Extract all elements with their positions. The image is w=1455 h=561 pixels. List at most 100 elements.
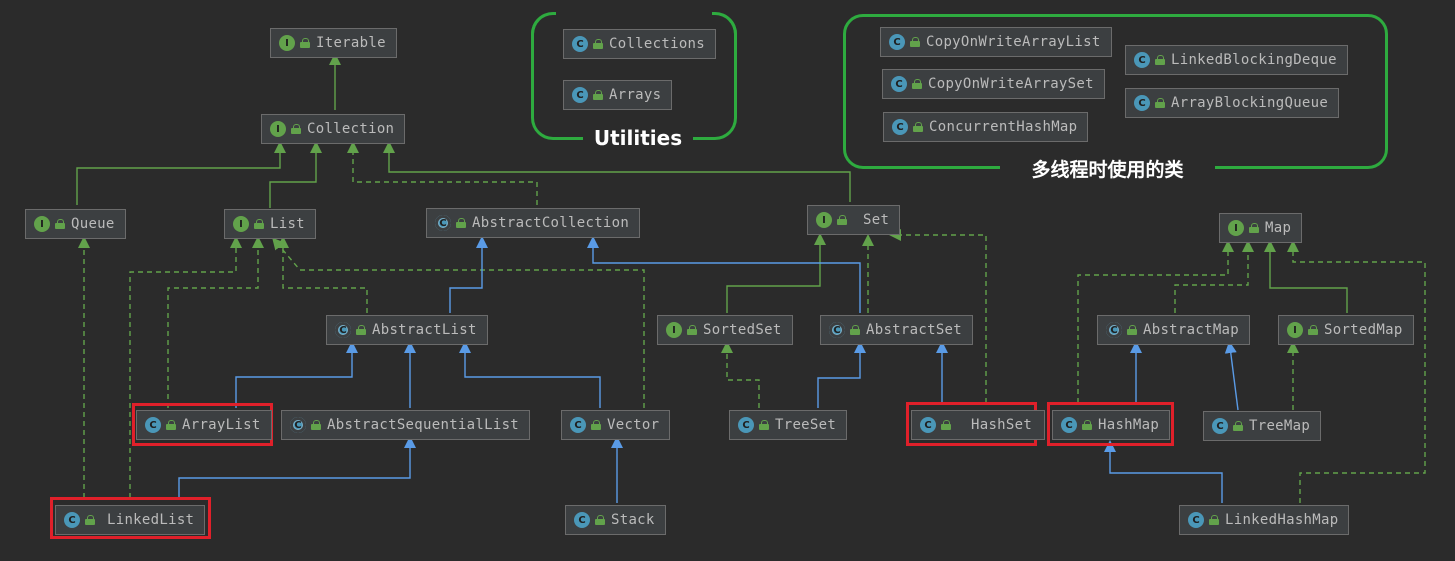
concurrent-title: 多线程时使用的类 [1000, 155, 1215, 185]
lock-icon [55, 219, 65, 229]
class-icon: C [570, 417, 586, 433]
node-label: Queue [71, 216, 115, 232]
edge-hashset-set [889, 229, 987, 403]
interface-icon: I [1228, 220, 1244, 236]
linkedlist-highlight [50, 497, 211, 539]
node-label: TreeMap [1249, 418, 1311, 434]
node-array-list[interactable]: C ArrayList [136, 410, 272, 440]
edge-arraylist-abstractlist [235, 341, 358, 408]
node-label: LinkedBlockingDeque [1171, 52, 1337, 68]
node-abstract-list[interactable]: C AbstractList [326, 315, 488, 345]
node-abstract-collection[interactable]: C AbstractCollection [426, 208, 641, 238]
node-cow-array-list[interactable]: C CopyOnWriteArrayList [880, 27, 1112, 57]
lock-icon [1308, 325, 1318, 335]
node-hash-map[interactable]: C HashMap [1052, 410, 1171, 440]
node-queue[interactable]: I Queue [25, 209, 126, 239]
node-label: LinkedHashMap [1225, 512, 1339, 528]
lock-icon [1127, 325, 1137, 335]
node-collection[interactable]: I Collection [261, 114, 406, 144]
node-tree-set[interactable]: C TreeSet [729, 410, 848, 440]
node-label: Arrays [609, 87, 662, 103]
interface-icon: I [270, 121, 286, 137]
node-iterable[interactable]: I Iterable [270, 28, 397, 58]
node-label: HashSet [971, 417, 1033, 433]
lock-icon [593, 39, 603, 49]
edge-hashmap-map [1077, 240, 1234, 403]
class-icon: C [738, 417, 754, 433]
node-map[interactable]: I Map [1219, 213, 1303, 243]
class-icon: C [892, 119, 908, 135]
lock-icon [591, 420, 601, 430]
node-abstract-map[interactable]: C AbstractMap [1097, 315, 1251, 345]
node-abstract-set[interactable]: C AbstractSet [820, 315, 974, 345]
node-label: Collection [307, 121, 395, 137]
lock-icon [687, 325, 697, 335]
lock-icon [1249, 223, 1259, 233]
node-list[interactable]: I List [224, 209, 316, 239]
node-hash-set[interactable]: C HashSet [911, 410, 1046, 440]
node-linked-list[interactable]: C LinkedList [55, 505, 206, 535]
node-label: AbstractMap [1143, 322, 1240, 338]
node-abstract-sequential-list[interactable]: C AbstractSequentialList [281, 410, 531, 440]
abstract-class-icon: C [1106, 322, 1122, 338]
node-tree-map[interactable]: C TreeMap [1203, 411, 1322, 441]
abstract-class-icon: C [290, 417, 306, 433]
edge-sortedset-set [726, 233, 826, 313]
interface-icon: I [34, 216, 50, 232]
edge-linkedlist-list [129, 236, 242, 498]
edge-sortedmap-map [1264, 240, 1348, 313]
interface-icon: I [666, 322, 682, 338]
class-icon: C [1134, 95, 1150, 111]
class-icon: C [891, 76, 907, 92]
node-cow-array-set[interactable]: C CopyOnWriteArraySet [882, 69, 1105, 99]
utilities-title: Utilities [583, 123, 693, 153]
lock-icon [1233, 421, 1243, 431]
class-icon: C [64, 512, 80, 528]
lock-icon [85, 515, 95, 525]
edge-treeset-sortedset [721, 341, 760, 408]
node-label: Vector [607, 417, 660, 433]
node-label: AbstractSequentialList [327, 417, 520, 433]
node-set[interactable]: I Set [807, 205, 901, 235]
edge-abstractlist-list [277, 236, 368, 313]
node-label: ArrayBlockingQueue [1171, 95, 1329, 111]
node-sorted-set[interactable]: I SortedSet [657, 315, 793, 345]
node-concurrent-hash-map[interactable]: C ConcurrentHashMap [883, 112, 1089, 142]
node-arrays[interactable]: C Arrays [563, 80, 673, 110]
edge-abstractlist-abstractcollection [449, 236, 488, 313]
edge-abstractset-abstractcollection [587, 236, 861, 313]
node-label: ConcurrentHashMap [929, 119, 1078, 135]
class-icon: C [572, 36, 588, 52]
node-stack[interactable]: C Stack [565, 505, 666, 535]
lock-icon [910, 37, 920, 47]
edge-vector-list [272, 237, 645, 408]
node-linked-hash-map[interactable]: C LinkedHashMap [1179, 505, 1350, 535]
lock-icon [166, 420, 176, 430]
node-sorted-map[interactable]: I SortedMap [1278, 315, 1414, 345]
node-label: SortedSet [703, 322, 782, 338]
node-collections[interactable]: C Collections [563, 29, 717, 59]
lock-icon [1082, 420, 1092, 430]
class-icon: C [889, 34, 905, 50]
lock-icon [311, 420, 321, 430]
class-icon: C [572, 87, 588, 103]
node-label: HashMap [1098, 417, 1160, 433]
edge-linkedlist-abstractsequentiallist [178, 436, 416, 498]
lock-icon [595, 515, 605, 525]
hashmap-highlight [1047, 402, 1174, 446]
class-icon: C [145, 417, 161, 433]
node-label: Collections [609, 36, 706, 52]
node-array-blocking-queue[interactable]: C ArrayBlockingQueue [1125, 88, 1340, 118]
edge-list-collection [269, 141, 322, 208]
edge-linkedhashmap-hashmap [1104, 440, 1223, 503]
edge-treemap-abstractmap [1224, 341, 1239, 411]
interface-icon: I [816, 212, 832, 228]
class-icon: C [1188, 512, 1204, 528]
lock-icon [1209, 515, 1219, 525]
node-label: Iterable [316, 35, 386, 51]
edge-treeset-abstractset [817, 341, 866, 408]
node-linked-blocking-deque[interactable]: C LinkedBlockingDeque [1125, 45, 1348, 75]
node-vector[interactable]: C Vector [561, 410, 671, 440]
edge-abstractcollection-collection [347, 141, 538, 205]
